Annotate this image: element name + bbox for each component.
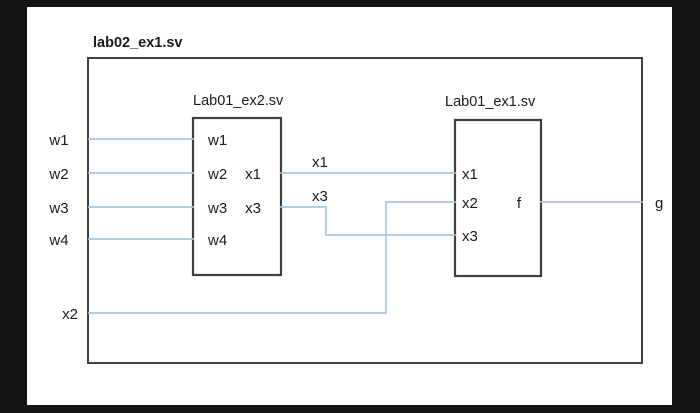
left-port-x3: x3 bbox=[245, 200, 261, 217]
wire-x2 bbox=[88, 201, 456, 314]
wire-layer bbox=[88, 138, 643, 314]
right-port-x1: x1 bbox=[462, 166, 478, 183]
signal-label-x1: x1 bbox=[312, 154, 328, 171]
top-module-boundary bbox=[87, 57, 643, 364]
left-port-w2: w2 bbox=[207, 166, 227, 183]
wire-x3 bbox=[280, 206, 456, 236]
right-port-x3: x3 bbox=[462, 228, 478, 245]
document-canvas bbox=[27, 7, 672, 405]
left-port-w4: w4 bbox=[207, 232, 227, 249]
right-module-box bbox=[453, 118, 543, 278]
external-input-w2: w2 bbox=[48, 166, 68, 183]
left-port-x1: x1 bbox=[245, 166, 261, 183]
left-port-w3: w3 bbox=[207, 200, 227, 217]
left-port-w1: w1 bbox=[207, 132, 227, 149]
right-port-x2: x2 bbox=[462, 195, 478, 212]
external-input-x2: x2 bbox=[62, 306, 78, 323]
left-module-box bbox=[191, 116, 283, 277]
right-port-f: f bbox=[517, 195, 522, 212]
left-module-title: Lab01_ex2.sv bbox=[193, 93, 284, 109]
external-input-w4: w4 bbox=[48, 232, 68, 249]
external-input-w3: w3 bbox=[48, 200, 68, 217]
signal-label-x3: x3 bbox=[312, 188, 328, 205]
top-module-title: lab02_ex1.sv bbox=[93, 35, 183, 51]
external-output-g: g bbox=[655, 195, 663, 212]
external-input-w1: w1 bbox=[48, 132, 68, 149]
right-module-title: Lab01_ex1.sv bbox=[445, 94, 536, 110]
